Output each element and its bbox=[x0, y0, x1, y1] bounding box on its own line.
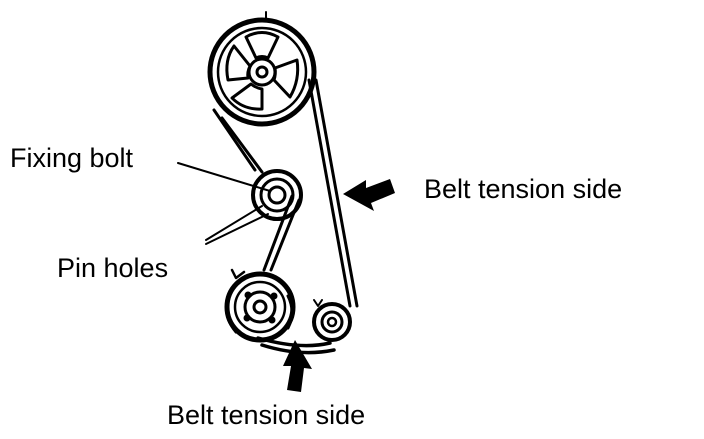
pin-hole-leader-lower bbox=[205, 213, 269, 245]
pin-hole-leader-upper bbox=[205, 205, 263, 241]
arrow-right-icon bbox=[343, 179, 395, 211]
idler-pulley bbox=[312, 299, 352, 342]
tension-arrows bbox=[283, 179, 395, 392]
belt-tension-side-label-bottom: Belt tension side bbox=[167, 400, 366, 430]
arrow-bottom-icon bbox=[283, 340, 312, 392]
camshaft-sprocket bbox=[207, 11, 317, 127]
crankshaft-sprocket bbox=[224, 268, 296, 343]
fixing-bolt-leader bbox=[177, 162, 271, 192]
leader-lines bbox=[177, 162, 271, 245]
fixing-bolt-label: Fixing bolt bbox=[10, 143, 134, 173]
tensioner-pulley bbox=[251, 169, 303, 221]
belt-tension-side-label-right: Belt tension side bbox=[424, 174, 623, 204]
pin-holes-label: Pin holes bbox=[57, 253, 169, 283]
